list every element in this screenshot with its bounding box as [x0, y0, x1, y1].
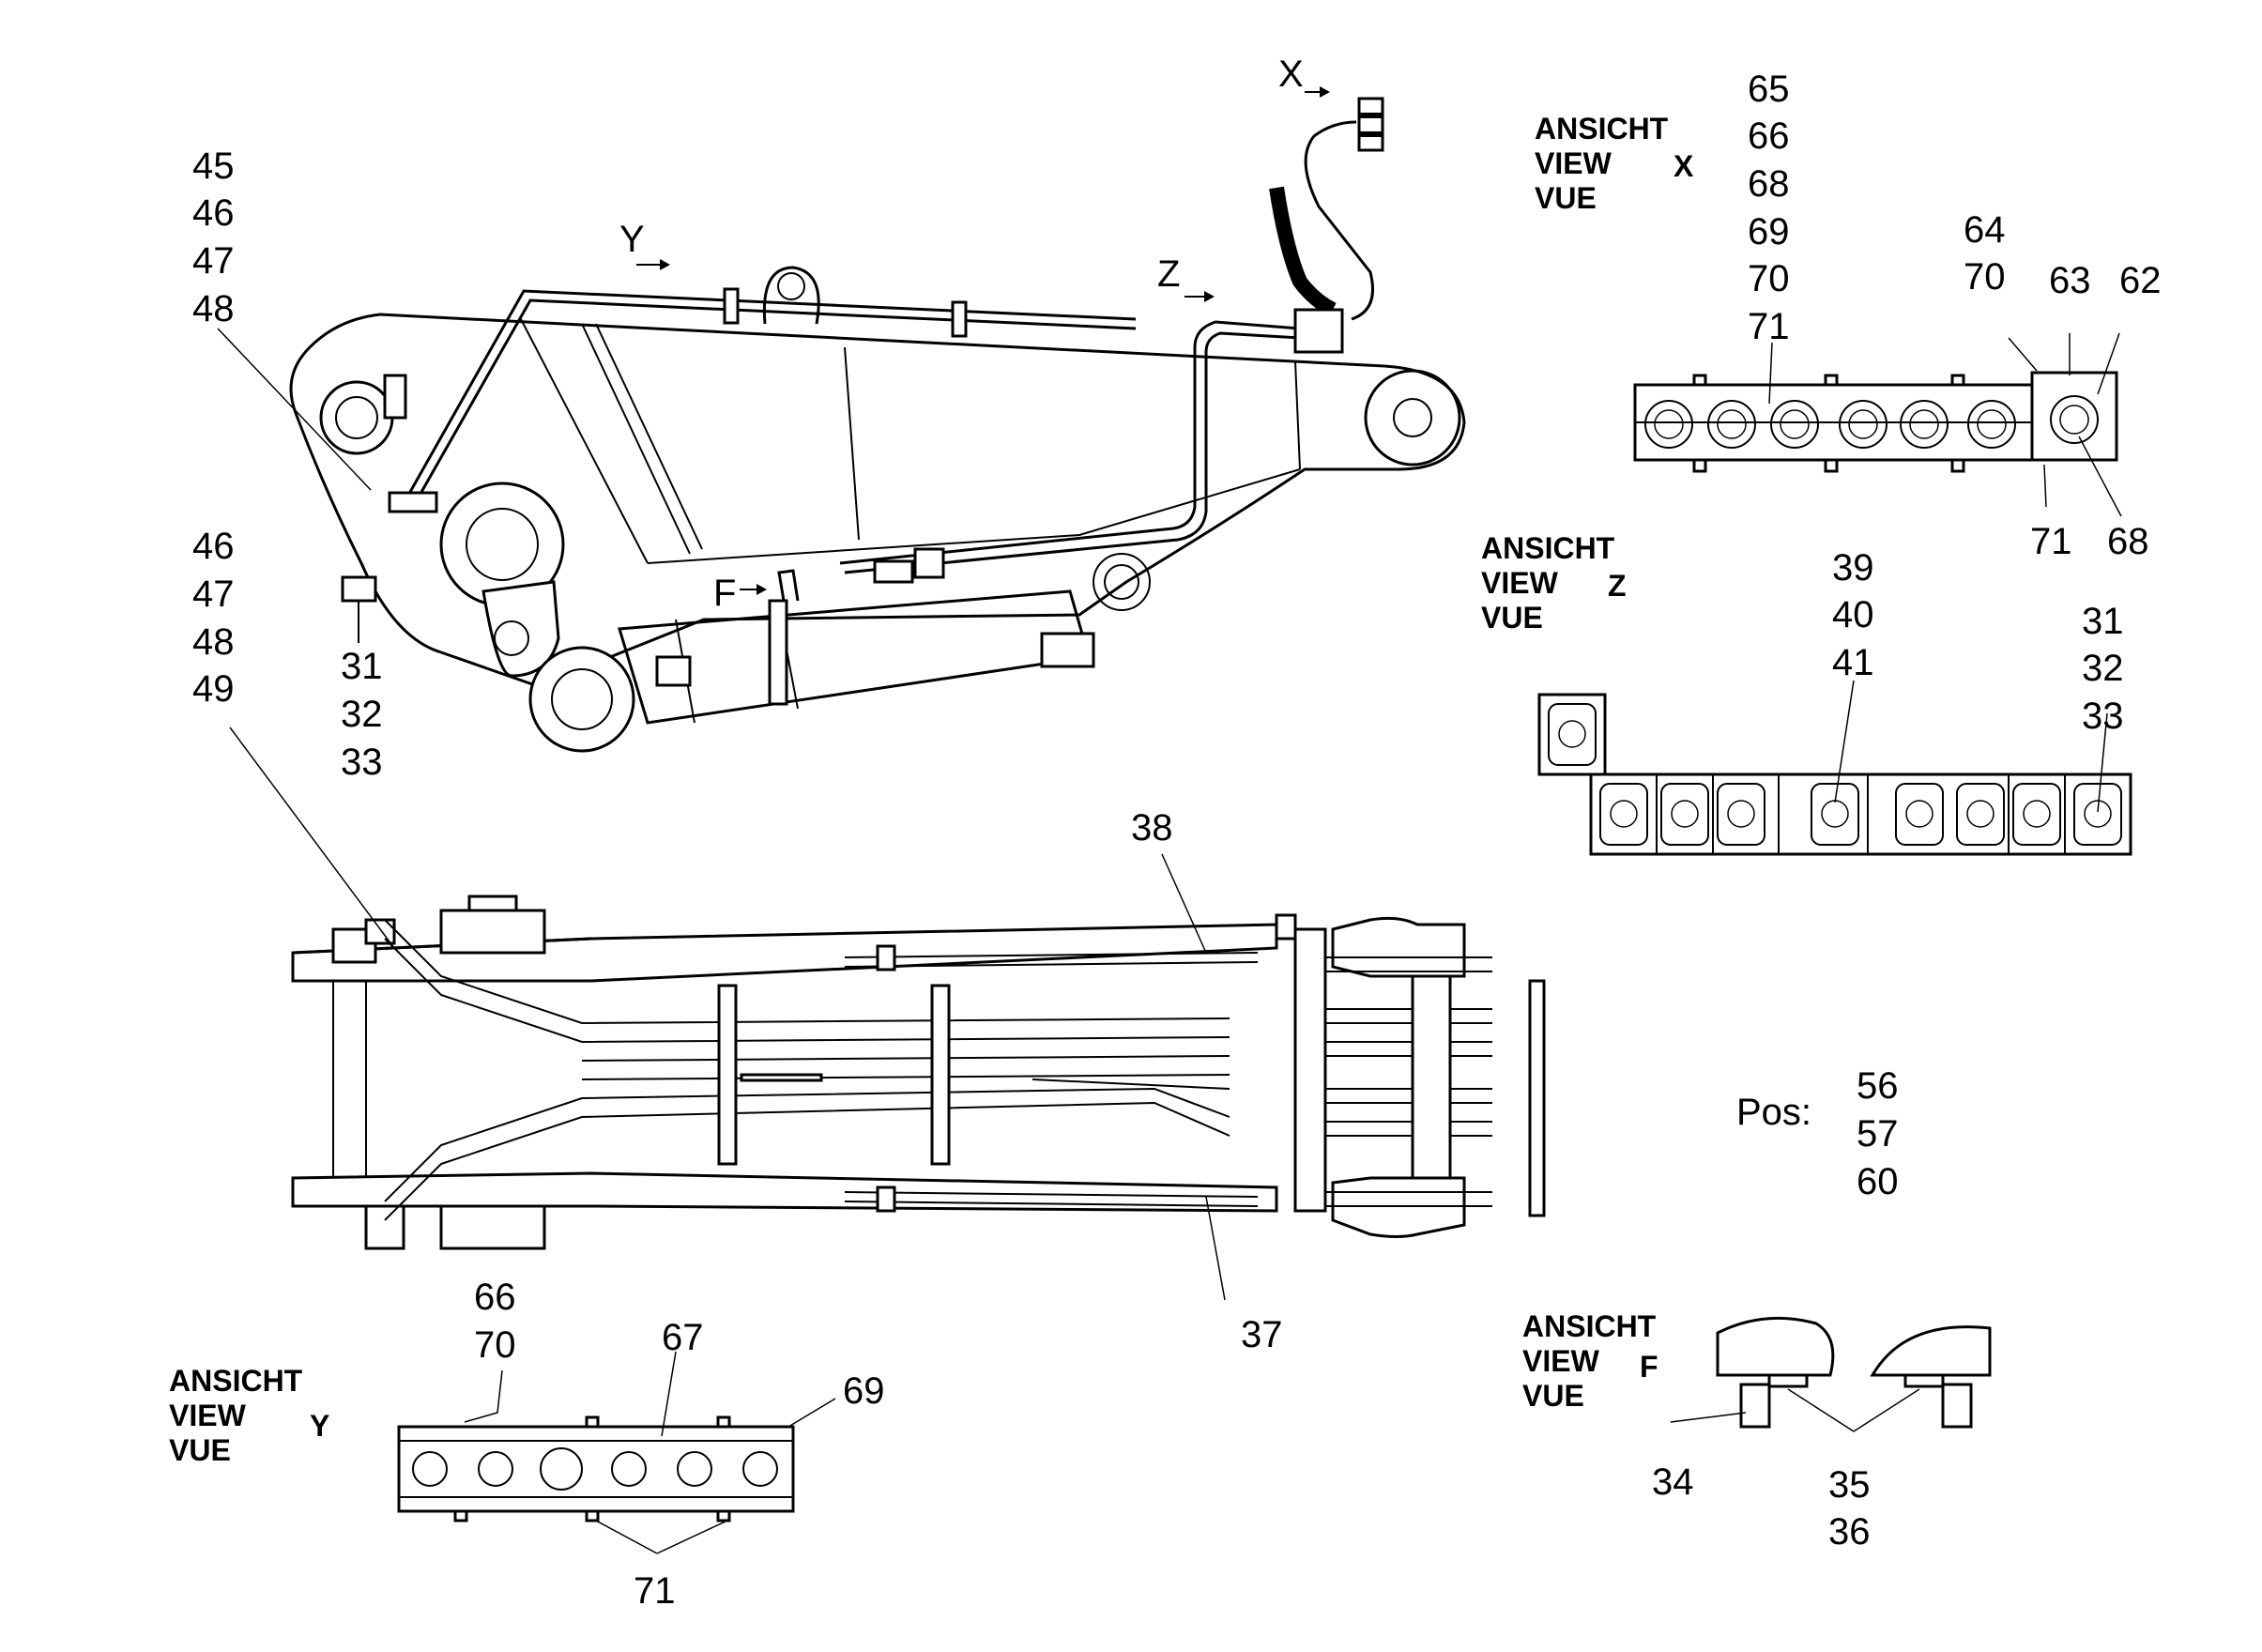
view-f-detail: [1670, 1316, 1992, 1432]
view-markers: Y Z X F: [619, 54, 1330, 614]
callout-63: 63: [2049, 260, 2091, 301]
svg-text:57: 57: [1857, 1113, 1899, 1155]
callout-31-33-view-z: 31 32 33: [2082, 601, 2124, 737]
svg-text:41: 41: [1832, 642, 1874, 683]
leader-38: [1161, 853, 1207, 954]
svg-text:45: 45: [192, 145, 235, 187]
svg-text:48: 48: [192, 621, 235, 663]
svg-text:VUE: VUE: [1522, 1379, 1584, 1413]
leader-37: [1205, 1196, 1226, 1301]
svg-text:ANSICHT: ANSICHT: [1522, 1309, 1657, 1343]
callout-62: 62: [2119, 260, 2162, 301]
marker-z: Z: [1157, 253, 1180, 295]
marker-f: F: [713, 573, 736, 614]
svg-text:47: 47: [192, 574, 235, 615]
svg-text:32: 32: [2082, 648, 2124, 689]
leader-46: [229, 727, 395, 949]
svg-text:49: 49: [192, 668, 235, 710]
svg-text:33: 33: [2082, 696, 2124, 737]
callout-64-70: 64 70: [1964, 209, 2006, 298]
hydraulic-cylinder: [618, 547, 1095, 725]
marker-x: X: [1278, 54, 1304, 95]
callout-46-49: 46 47 48 49: [192, 526, 235, 710]
svg-text:32: 32: [341, 694, 383, 735]
svg-text:70: 70: [474, 1324, 516, 1366]
svg-text:60: 60: [1857, 1161, 1899, 1202]
callout-65-71: 65 66 68 69 70 71: [1748, 69, 1790, 347]
svg-text:Y: Y: [310, 1409, 329, 1443]
callout-34: 34: [1652, 1461, 1694, 1503]
svg-text:40: 40: [1832, 594, 1874, 635]
callout-31-33-boom: 31 32 33: [341, 646, 383, 783]
svg-text:VIEW: VIEW: [1481, 566, 1559, 600]
svg-text:VIEW: VIEW: [1535, 146, 1612, 180]
svg-text:ANSICHT: ANSICHT: [1481, 531, 1615, 565]
callout-45-48: 45 46 47 48: [192, 145, 235, 329]
svg-text:F: F: [1640, 1350, 1658, 1384]
svg-text:31: 31: [341, 646, 383, 687]
callout-38: 38: [1131, 807, 1173, 849]
svg-text:36: 36: [1828, 1511, 1871, 1553]
view-x-detail: [1633, 332, 2122, 517]
svg-text:VIEW: VIEW: [1522, 1344, 1600, 1378]
svg-text:47: 47: [192, 240, 235, 282]
svg-text:VUE: VUE: [169, 1433, 231, 1467]
callout-37: 37: [1241, 1314, 1283, 1355]
svg-text:ANSICHT: ANSICHT: [169, 1364, 303, 1398]
svg-text:35: 35: [1828, 1464, 1871, 1506]
svg-text:70: 70: [1748, 258, 1790, 299]
svg-text:66: 66: [474, 1277, 516, 1318]
callout-71-view-x: 71: [2030, 521, 2072, 562]
callout-39-41: 39 40 41: [1832, 547, 1874, 683]
svg-text:56: 56: [1857, 1065, 1899, 1107]
boom-side-view: [217, 97, 1466, 753]
pos-list: Pos: 56 57 60: [1736, 1065, 1899, 1202]
svg-text:48: 48: [192, 288, 235, 329]
svg-text:VUE: VUE: [1481, 601, 1543, 635]
view-x-header: ANSICHT VIEW VUE X: [1535, 112, 1694, 215]
pos-label: Pos:: [1736, 1092, 1811, 1133]
callout-68-view-x: 68: [2107, 521, 2149, 562]
svg-text:65: 65: [1748, 69, 1790, 110]
boom-top-view: [291, 895, 1546, 1250]
callout-69: 69: [843, 1370, 885, 1412]
view-y-detail: [397, 1351, 836, 1554]
svg-text:VIEW: VIEW: [169, 1399, 247, 1432]
svg-text:46: 46: [192, 526, 235, 567]
callout-67: 67: [662, 1317, 704, 1358]
svg-text:64: 64: [1964, 209, 2006, 251]
svg-text:70: 70: [1964, 256, 2006, 298]
svg-text:66: 66: [1748, 115, 1790, 157]
svg-text:X: X: [1674, 149, 1694, 183]
svg-text:46: 46: [192, 192, 235, 234]
svg-text:39: 39: [1832, 547, 1874, 589]
callout-71-view-y: 71: [634, 1570, 676, 1612]
svg-text:Z: Z: [1608, 569, 1627, 603]
svg-text:71: 71: [1748, 306, 1790, 347]
view-z-header: ANSICHT VIEW VUE Z: [1481, 531, 1627, 635]
svg-text:68: 68: [1748, 163, 1790, 205]
svg-text:VUE: VUE: [1535, 181, 1597, 215]
callout-66-70: 66 70: [474, 1277, 516, 1366]
marker-y: Y: [619, 219, 645, 260]
callout-35-36: 35 36: [1828, 1464, 1871, 1553]
svg-text:ANSICHT: ANSICHT: [1535, 112, 1669, 145]
svg-text:33: 33: [341, 742, 383, 783]
view-f-header: ANSICHT VIEW VUE F: [1522, 1309, 1658, 1413]
view-y-header: ANSICHT VIEW VUE Y: [169, 1364, 329, 1467]
svg-text:31: 31: [2082, 601, 2124, 642]
svg-text:69: 69: [1748, 211, 1790, 252]
view-z-detail: [1537, 680, 2132, 856]
